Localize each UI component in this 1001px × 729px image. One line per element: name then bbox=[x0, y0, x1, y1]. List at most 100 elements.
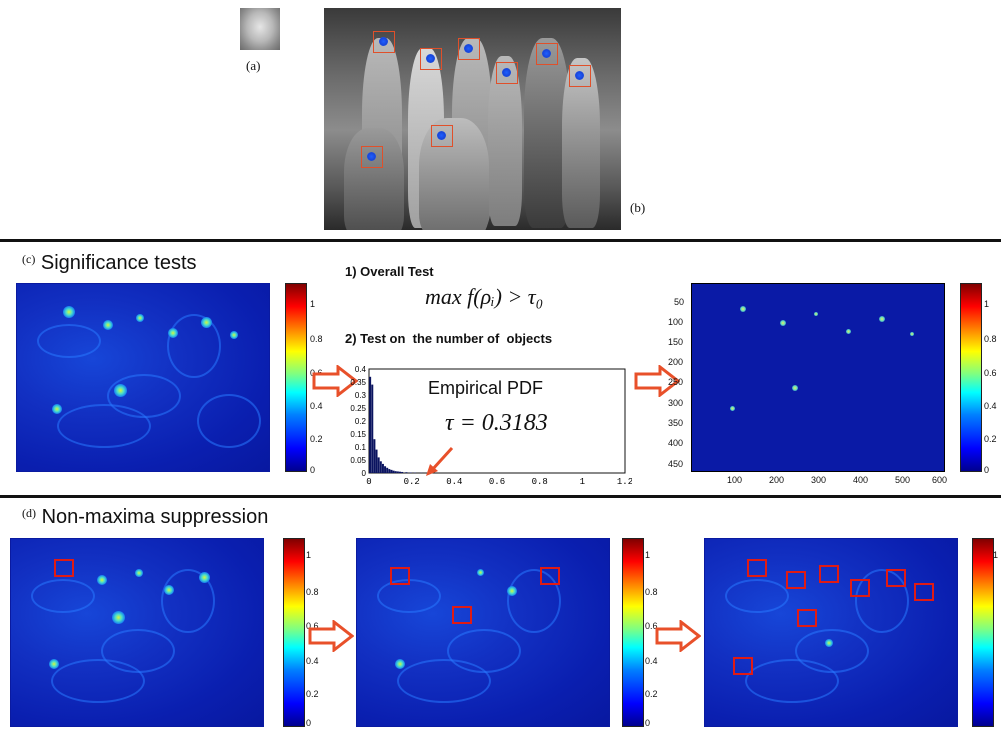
y-tick: 250 bbox=[668, 377, 684, 387]
cbar-tick: 1 bbox=[984, 299, 990, 309]
cbar-tick: 0.8 bbox=[306, 587, 319, 597]
cbar-tick: 0.4 bbox=[984, 401, 997, 411]
arrow-right-icon bbox=[634, 365, 680, 397]
y-tick: 100 bbox=[668, 317, 684, 327]
pdf-y-tick: 0.3 bbox=[355, 391, 367, 400]
colorbar-d-2 bbox=[622, 538, 644, 727]
cbar-tick: 0.2 bbox=[310, 434, 323, 444]
arrow-right-icon bbox=[308, 620, 354, 652]
cbar-tick: 0.2 bbox=[984, 434, 997, 444]
pdf-y-tick: 0.35 bbox=[350, 378, 366, 387]
cbar-tick: 0.2 bbox=[306, 689, 319, 699]
panel-c-heading: (c) Significance tests bbox=[22, 252, 197, 275]
cbar-tick: 0.8 bbox=[645, 587, 658, 597]
colorbar-c-right bbox=[960, 283, 982, 472]
pdf-bar bbox=[405, 472, 408, 473]
group-photo bbox=[324, 8, 621, 230]
pdf-bar bbox=[381, 463, 384, 473]
cbar-tick: 0.4 bbox=[645, 656, 658, 666]
x-tick: 300 bbox=[811, 475, 827, 485]
y-tick: 200 bbox=[668, 357, 684, 367]
cbar-tick: 0.6 bbox=[984, 368, 997, 378]
x-tick: 600 bbox=[932, 475, 948, 485]
pdf-bar bbox=[386, 467, 389, 473]
pdf-y-tick: 0.25 bbox=[350, 404, 366, 413]
overall-test-label: 1) Overall Test bbox=[345, 264, 434, 279]
cbar-tick: 0.4 bbox=[310, 401, 323, 411]
number-test-label: 2) Test on the number of objects bbox=[345, 331, 553, 346]
pdf-y-tick: 0.2 bbox=[355, 417, 367, 426]
pdf-x-tick: 1.2 bbox=[617, 477, 632, 487]
panel-c-title: Significance tests bbox=[40, 252, 197, 274]
face-template-image bbox=[240, 8, 280, 50]
colorbar-d-1 bbox=[283, 538, 305, 727]
x-tick: 500 bbox=[895, 475, 911, 485]
y-tick: 150 bbox=[668, 337, 684, 347]
arrow-right-icon bbox=[312, 365, 358, 397]
cbar-tick: 0.4 bbox=[306, 656, 319, 666]
pdf-bar bbox=[396, 471, 399, 473]
pdf-bar bbox=[384, 466, 387, 473]
pdf-bar bbox=[390, 469, 393, 473]
cbar-tick: 0 bbox=[984, 465, 990, 475]
x-tick: 200 bbox=[769, 475, 785, 485]
panel-c-label: (c) bbox=[22, 252, 36, 266]
pdf-bar bbox=[409, 472, 412, 473]
cbar-tick: 0.6 bbox=[306, 621, 319, 631]
cbar-tick: 0 bbox=[306, 718, 312, 728]
significance-map-input bbox=[16, 283, 270, 472]
pdf-y-tick: 0.1 bbox=[355, 443, 367, 452]
pdf-x-tick: 0.4 bbox=[446, 477, 462, 487]
panel-b-label: (b) bbox=[630, 200, 646, 215]
tau-annotation: τ = 0.3183 bbox=[445, 410, 548, 436]
pdf-x-tick: 0 bbox=[366, 477, 371, 487]
cbar-tick: 1 bbox=[310, 299, 316, 309]
pdf-y-tick: 0.4 bbox=[355, 365, 367, 374]
pdf-bar bbox=[401, 471, 404, 473]
pdf-bar bbox=[399, 471, 401, 473]
cbar-tick: 0.8 bbox=[310, 334, 323, 344]
pdf-y-tick: 0.15 bbox=[350, 430, 366, 439]
pdf-bar bbox=[394, 471, 397, 473]
pdf-x-tick: 0.2 bbox=[404, 477, 420, 487]
cbar-tick: 0 bbox=[645, 718, 651, 728]
arrow-right-icon bbox=[655, 620, 701, 652]
pdf-x-tick: 0.8 bbox=[532, 477, 548, 487]
empirical-pdf-chart: 0 0.05 0.1 0.15 0.2 0.25 0.3 0.35 0.4 0 0.2 0.4 0.6… bbox=[350, 365, 632, 487]
cbar-tick: 1 bbox=[993, 550, 999, 560]
y-tick: 400 bbox=[668, 438, 684, 448]
panel-d-heading: (d) Non-maxima suppression bbox=[22, 506, 268, 529]
pdf-bar bbox=[371, 384, 374, 473]
pdf-y-tick: 0 bbox=[362, 469, 367, 478]
pdf-bar bbox=[369, 376, 372, 473]
pdf-bar bbox=[379, 461, 382, 473]
divider-top bbox=[0, 239, 1001, 242]
colorbar-d-3 bbox=[972, 538, 994, 727]
panel-a-label: (a) bbox=[246, 58, 261, 73]
cbar-tick: 0.8 bbox=[984, 334, 997, 344]
x-tick: 400 bbox=[853, 475, 869, 485]
panel-d-title: Non-maxima suppression bbox=[41, 506, 269, 528]
nms-map-step-1 bbox=[10, 538, 264, 727]
pdf-bar bbox=[388, 469, 391, 473]
pdf-bar bbox=[375, 449, 378, 473]
nms-map-step-3 bbox=[704, 538, 958, 727]
pdf-x-tick: 0.6 bbox=[489, 477, 505, 487]
pdf-bar bbox=[392, 470, 395, 473]
colorbar-c-left bbox=[285, 283, 307, 472]
empirical-pdf-title: Empirical PDF bbox=[428, 378, 544, 398]
pdf-x-tick: 1 bbox=[580, 477, 585, 487]
cbar-tick: 1 bbox=[645, 550, 651, 560]
pdf-y-tick: 0.05 bbox=[350, 456, 366, 465]
y-tick: 350 bbox=[668, 418, 684, 428]
y-tick: 50 bbox=[674, 297, 685, 307]
panel-d-label: (d) bbox=[22, 506, 36, 520]
y-tick: 450 bbox=[668, 459, 684, 469]
cbar-tick: 0.2 bbox=[645, 689, 658, 699]
cbar-tick: 0.6 bbox=[645, 621, 658, 631]
x-tick: 100 bbox=[727, 475, 743, 485]
overall-test-formula: max f(ρᵢ) > τ₀ bbox=[425, 284, 544, 309]
cbar-tick: 1 bbox=[306, 550, 312, 560]
y-tick: 300 bbox=[668, 398, 684, 408]
divider-middle bbox=[0, 495, 1001, 498]
